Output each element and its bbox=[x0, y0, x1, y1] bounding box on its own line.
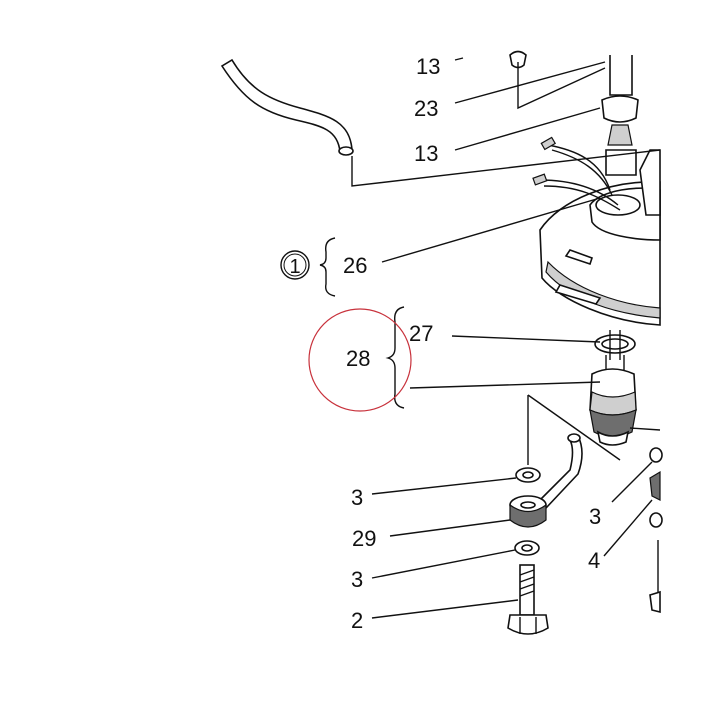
pump-body[interactable] bbox=[589, 355, 661, 446]
label-2: 2 bbox=[351, 608, 363, 633]
label-3-upper: 3 bbox=[351, 485, 363, 510]
assembly-guides bbox=[527, 394, 621, 465]
label-27: 27 bbox=[409, 321, 433, 346]
leader-lines bbox=[351, 57, 661, 619]
wire-harness[interactable] bbox=[532, 136, 621, 211]
main-housing[interactable] bbox=[539, 149, 661, 326]
group-marker-circle-inner bbox=[283, 253, 307, 277]
label-13-top: 13 bbox=[416, 54, 440, 79]
hex-bolt[interactable] bbox=[507, 564, 549, 635]
brace-28 bbox=[385, 306, 405, 409]
label-3-lower: 3 bbox=[351, 567, 363, 592]
hose[interactable] bbox=[220, 58, 354, 156]
o-ring[interactable] bbox=[594, 330, 636, 360]
label-29: 29 bbox=[352, 526, 376, 551]
mounting-bracket[interactable] bbox=[538, 433, 583, 510]
label-3-right: 3 bbox=[589, 504, 601, 529]
group-marker-digit: 1 bbox=[289, 256, 300, 278]
label-4: 4 bbox=[588, 548, 600, 573]
washer-lower[interactable] bbox=[514, 540, 540, 556]
label-13: 13 bbox=[414, 141, 438, 166]
label-26: 26 bbox=[343, 253, 367, 278]
label-28: 28 bbox=[346, 346, 370, 371]
group-marker-circle bbox=[280, 250, 310, 280]
highlight-circle[interactable] bbox=[308, 308, 412, 412]
label-23: 23 bbox=[414, 96, 438, 121]
brace-26 bbox=[319, 237, 336, 297]
hose-clip[interactable] bbox=[509, 50, 527, 69]
rubber-bushing[interactable] bbox=[509, 495, 547, 528]
washer-upper[interactable] bbox=[515, 467, 541, 483]
right-mount-stack[interactable] bbox=[649, 447, 663, 614]
upper-tube[interactable] bbox=[601, 55, 639, 176]
